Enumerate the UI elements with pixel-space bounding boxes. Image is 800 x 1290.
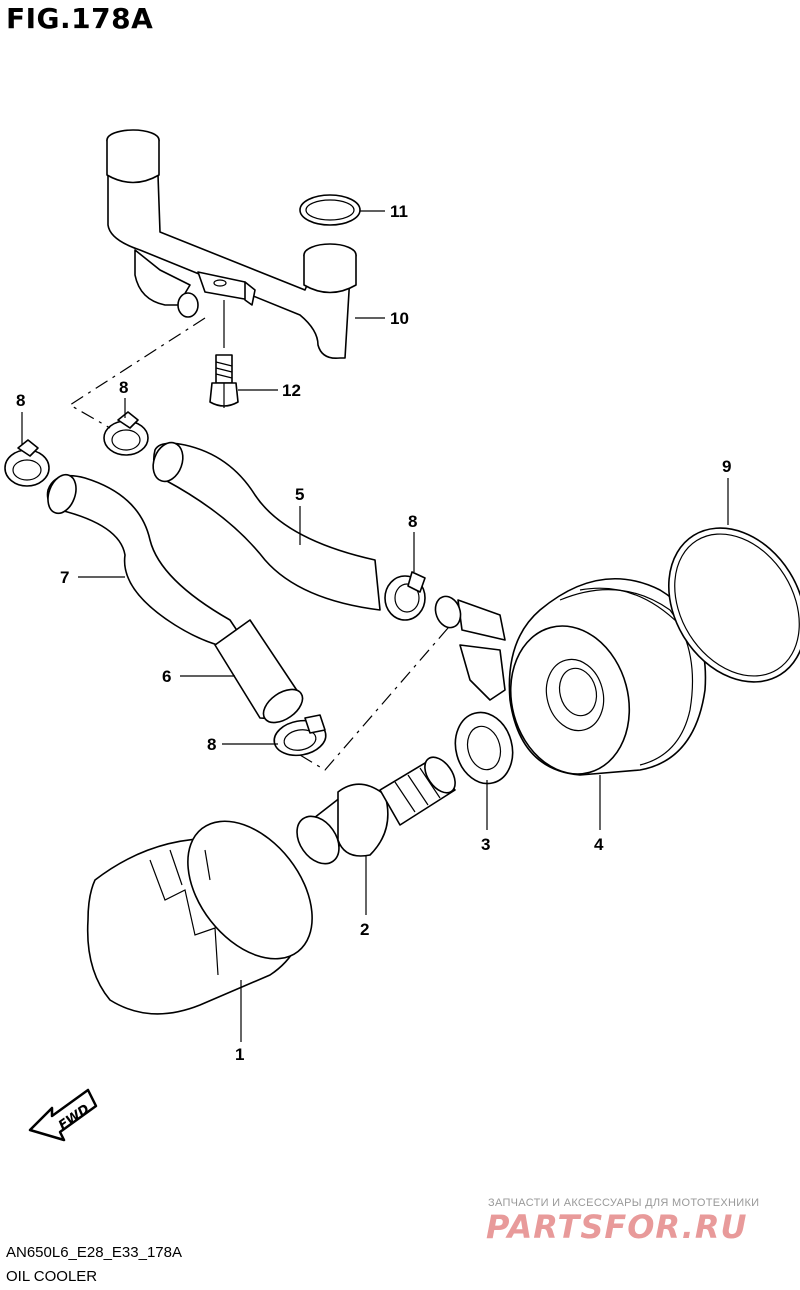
- callout-12: 12: [282, 381, 301, 400]
- callout-6: 6: [162, 667, 171, 686]
- fwd-arrow-icon: FWD: [28, 1088, 98, 1142]
- connection-lines: [68, 317, 449, 771]
- part-8-clamp-c[interactable]: [384, 571, 426, 621]
- watermark-tagline: ЗАПЧАСТИ И АКСЕССУАРЫ ДЛЯ МОТОТЕХНИКИ: [488, 1197, 760, 1209]
- callout-8-a: 8: [16, 391, 25, 410]
- callout-7: 7: [60, 568, 69, 587]
- callout-2: 2: [360, 920, 369, 939]
- callout-8-b: 8: [119, 378, 128, 397]
- callout-8-d: 8: [207, 735, 216, 754]
- figure-title: FIG.178A: [6, 2, 154, 35]
- callout-1: 1: [235, 1045, 244, 1064]
- callout-3: 3: [481, 835, 490, 854]
- callout-10: 10: [390, 309, 409, 328]
- part-5-hose[interactable]: [148, 438, 381, 611]
- part-12-bolt[interactable]: [209, 354, 239, 408]
- part-8-clamp-b[interactable]: [103, 411, 149, 456]
- part-2-union-bolt[interactable]: [288, 752, 461, 872]
- callout-5: 5: [295, 485, 304, 504]
- callout-4: 4: [594, 835, 604, 854]
- callout-numbers: 1 2 3 4 5 6 7 8 8 8 8 9 10 11 12: [16, 202, 731, 1064]
- callout-11: 11: [390, 202, 408, 221]
- part-10-pipe[interactable]: [106, 129, 357, 360]
- section-name: OIL COOLER: [6, 1268, 98, 1285]
- callout-8-c: 8: [408, 512, 417, 531]
- callout-9: 9: [722, 457, 731, 476]
- part-4-oil-cooler[interactable]: [431, 578, 707, 788]
- watermark-logo: PARTSFOR.RU: [486, 1208, 748, 1246]
- leader-lines: [21, 210, 729, 1042]
- part-8-clamp-d[interactable]: [271, 714, 328, 759]
- part-6-hose-segment[interactable]: [214, 619, 308, 729]
- part-8-clamp-a[interactable]: [4, 439, 50, 487]
- part-9-o-ring[interactable]: [641, 503, 800, 708]
- part-1-oil-filter[interactable]: [86, 798, 338, 1015]
- part-11-o-ring[interactable]: [299, 194, 361, 226]
- part-3-gasket[interactable]: [448, 706, 521, 790]
- diagram-reference-code: AN650L6_E28_E33_178A: [6, 1244, 182, 1261]
